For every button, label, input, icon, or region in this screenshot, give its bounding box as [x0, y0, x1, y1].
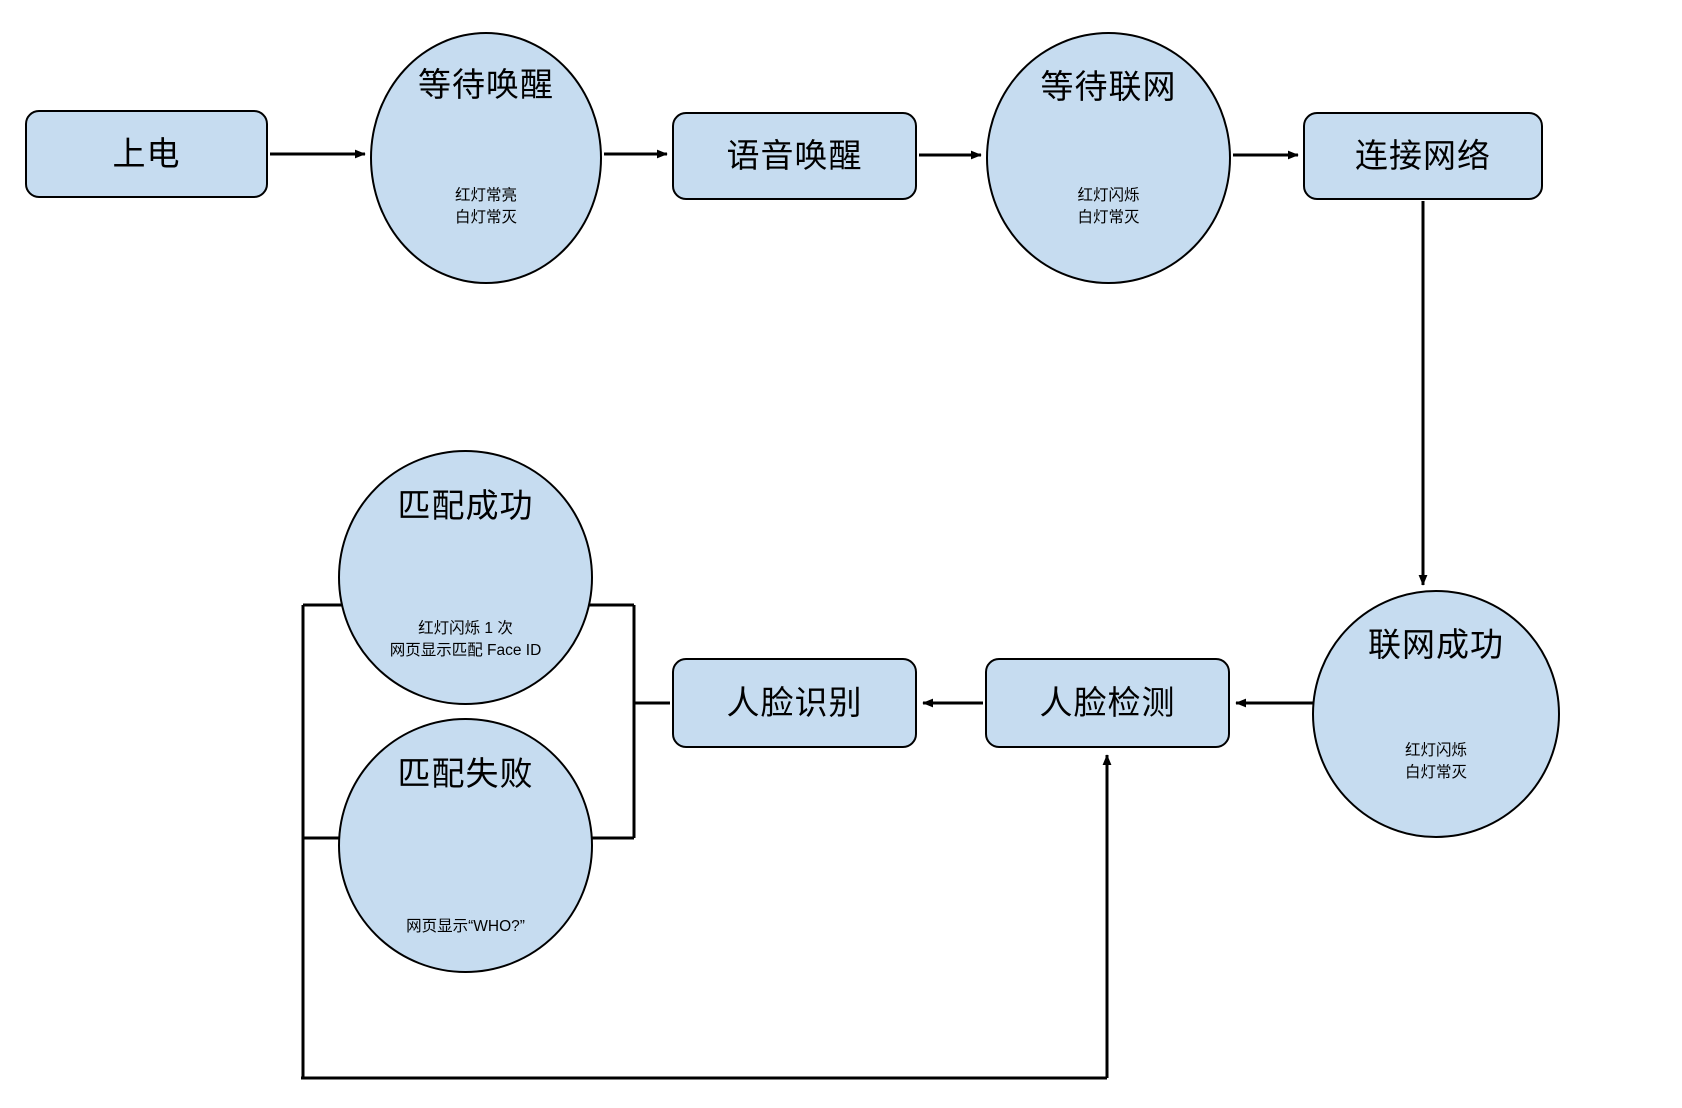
node-face-recognize-label: 人脸识别 [726, 684, 863, 722]
node-wait-wake[interactable]: 等待唤醒 红灯常亮 白灯常灭 [370, 32, 602, 284]
node-network-ok-sub: 红灯闪烁 白灯常灭 [1404, 741, 1467, 782]
node-connect-network-label: 连接网络 [1355, 137, 1491, 175]
node-wait-network-sub: 红灯闪烁 白灯常灭 [1077, 186, 1140, 227]
node-connect-network[interactable]: 连接网络 [1303, 112, 1543, 200]
node-face-detect-label: 人脸检测 [1039, 684, 1176, 722]
node-wait-wake-sub: 红灯常亮 白灯常灭 [454, 186, 517, 227]
node-wait-wake-label: 等待唤醒 [418, 65, 554, 103]
node-power-on-label: 上电 [112, 135, 181, 173]
node-match-success-sub: 红灯闪烁 1 次 网页显示匹配 Face ID [389, 619, 542, 660]
node-voice-wake-label: 语音唤醒 [726, 137, 863, 175]
node-face-recognize[interactable]: 人脸识别 [672, 658, 917, 748]
node-wait-network[interactable]: 等待联网 红灯闪烁 白灯常灭 [986, 32, 1231, 284]
node-match-fail[interactable]: 匹配失败 网页显示“WHO?” [338, 718, 593, 973]
node-power-on[interactable]: 上电 [25, 110, 268, 198]
node-match-success[interactable]: 匹配成功 红灯闪烁 1 次 网页显示匹配 Face ID [338, 450, 593, 705]
node-face-detect[interactable]: 人脸检测 [985, 658, 1230, 748]
node-voice-wake[interactable]: 语音唤醒 [672, 112, 917, 200]
node-match-success-label: 匹配成功 [397, 487, 534, 525]
node-network-ok-label: 联网成功 [1368, 626, 1504, 664]
node-network-ok[interactable]: 联网成功 红灯闪烁 白灯常灭 [1312, 590, 1560, 838]
node-match-fail-sub: 网页显示“WHO?” [406, 917, 525, 935]
node-match-fail-label: 匹配失败 [397, 755, 534, 793]
node-wait-network-label: 等待联网 [1040, 67, 1177, 105]
